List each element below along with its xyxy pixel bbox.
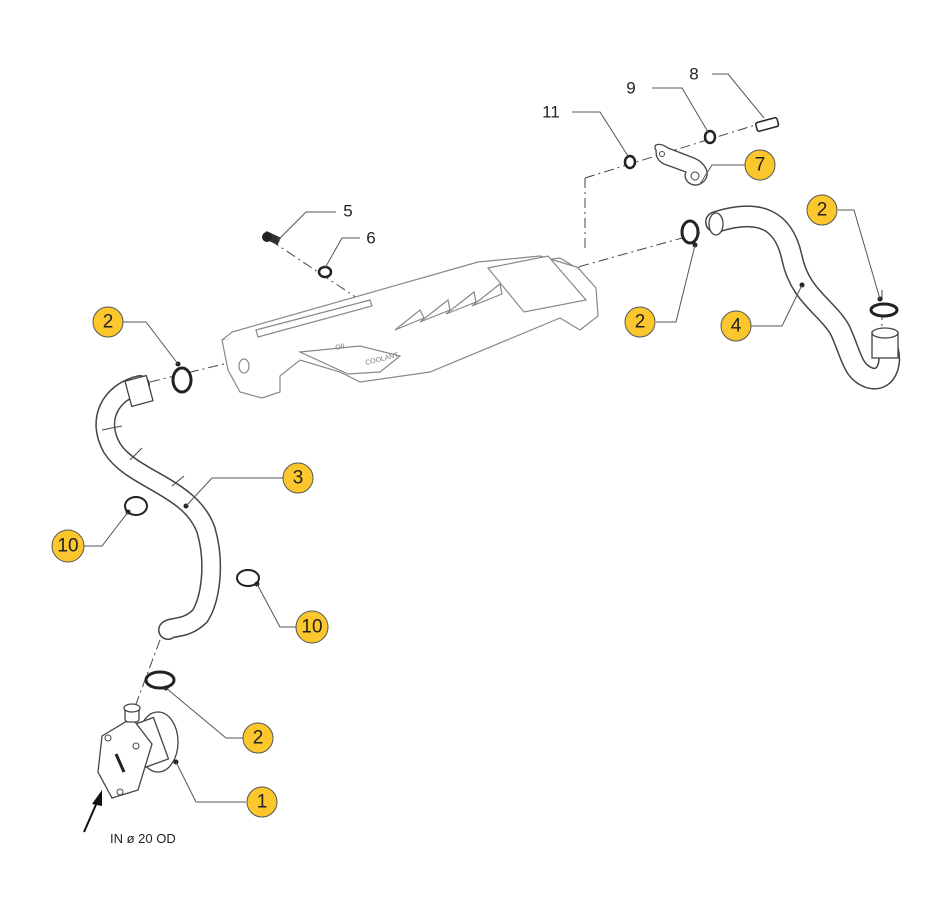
label-8: 8 — [689, 65, 698, 84]
label-9: 9 — [626, 79, 635, 98]
callout-2-left-label: 2 — [103, 312, 114, 333]
callout-7-label: 7 — [755, 155, 766, 176]
bolt-8 — [755, 116, 780, 132]
hose-4 — [705, 205, 901, 390]
washer-6 — [317, 265, 333, 279]
hose-clamp-center — [680, 219, 700, 248]
callout-3-label: 3 — [293, 468, 304, 489]
bolt-5 — [262, 230, 281, 246]
inlet-label: IN ø 20 OD — [110, 831, 176, 846]
label-6: 6 — [366, 229, 375, 248]
nut-11 — [623, 154, 637, 170]
callout-2-right[interactable]: 2 — [806, 194, 838, 226]
callout-2-left[interactable]: 2 — [92, 306, 124, 338]
leader-lines — [74, 73, 881, 803]
spring-clamp-lower — [236, 569, 260, 587]
inlet-arrow-icon — [83, 790, 102, 833]
callout-10-lower[interactable]: 10 — [295, 610, 329, 644]
callout-1[interactable]: 1 — [246, 786, 278, 818]
callout-3[interactable]: 3 — [282, 462, 314, 494]
callout-2-right-label: 2 — [817, 200, 828, 221]
callout-4-label: 4 — [731, 316, 742, 337]
hose-clamp-pump — [144, 670, 176, 691]
callout-10-upper-label: 10 — [57, 536, 78, 557]
hose-clamp-left — [171, 361, 193, 394]
label-11: 11 — [542, 103, 560, 122]
water-pump — [97, 703, 179, 799]
callout-2-center-label: 2 — [635, 312, 646, 333]
callout-10-lower-label: 10 — [301, 617, 322, 638]
callout-2-pump-label: 2 — [253, 728, 264, 749]
cover-text-oil: OIL — [335, 342, 348, 352]
hose-3 — [95, 374, 222, 640]
callout-4[interactable]: 4 — [720, 310, 752, 342]
hose-clamp-right — [869, 296, 899, 318]
callout-7[interactable]: 7 — [744, 149, 776, 181]
bracket-7 — [654, 143, 708, 186]
callout-2-pump[interactable]: 2 — [242, 722, 274, 754]
callout-2-center[interactable]: 2 — [624, 306, 656, 338]
label-5: 5 — [343, 202, 352, 221]
washer-9 — [703, 129, 717, 145]
callout-1-label: 1 — [257, 792, 268, 813]
callout-10-upper[interactable]: 10 — [51, 529, 85, 563]
coolant-cover: COOLANT OIL — [221, 255, 599, 399]
